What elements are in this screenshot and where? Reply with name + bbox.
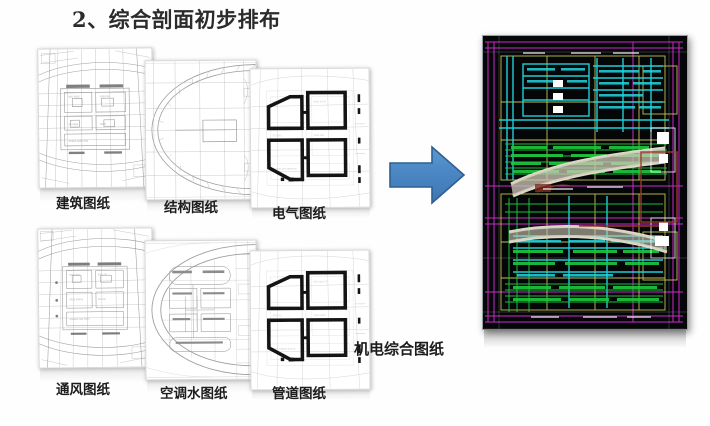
structural-plan-sheet: [145, 60, 257, 200]
drawing-card-structural[interactable]: [144, 59, 258, 201]
ventilation-plan-sheet: SSSS SSS SSSS SS SSSS SSSSS SSS SS SSSSSS …: [38, 228, 153, 368]
drawing-card-hvac-water[interactable]: [144, 239, 258, 381]
right-arrow-icon: [389, 145, 466, 205]
composite-cad-image[interactable]: [482, 35, 688, 330]
composite-reflection: [484, 328, 686, 348]
svg-text:SSS SSSS: SSS SSSS: [68, 95, 80, 98]
svg-text:SSSS SS: SSSS SS: [98, 273, 108, 276]
flow-arrow-container: [388, 139, 468, 211]
composite-cad-drawing: [483, 36, 687, 329]
svg-text:SSSS SS SS: SSSS SS SS: [314, 100, 327, 103]
composite-label: 机电综合图纸: [353, 340, 444, 358]
svg-text:SS SSSS: SS SSSS: [69, 123, 79, 126]
architectural-plan-sheet: SSS SSSS SSSS SS SS SSSS SSSS SSSSS SSSS S…: [38, 48, 153, 188]
hvac-water-plan-sheet: [145, 240, 257, 380]
svg-text:SSSS SS: SSSS SS: [100, 95, 110, 98]
drawing-card-architectural[interactable]: SSS SSSS SSSS SS SS SSSS SSSS SSSSS SSSS S…: [37, 47, 154, 189]
drawing-card-ventilation[interactable]: SSSS SSS SSSS SS SSSS SSSSS SSS SS SSSSSS …: [37, 227, 154, 369]
drawing-label-hvac-water: 空调水图纸: [160, 386, 228, 402]
svg-text:SSS SSSS SS: SSS SSSS SS: [314, 280, 328, 283]
svg-text:SSS SS: SSS SS: [98, 298, 106, 301]
svg-text:SSSS SSSSS: SSSS SSSSS: [69, 298, 83, 301]
svg-text:SSSS SSS: SSSS SSS: [69, 273, 80, 276]
drawing-label-structural: 结构图纸: [164, 200, 218, 216]
svg-text:SSSS SS: SSSS SS: [273, 314, 283, 317]
svg-text:SSSS SSSSSS SSS SS: SSSS SSSSSS SSS SS: [273, 348, 296, 351]
drawing-label-ventilation: 通风图纸: [56, 382, 110, 398]
svg-text:SSSSSS SSS SSSSS SS: SSSSSS SSS SSSSS SS: [273, 168, 298, 171]
svg-text:SSSS SSSS: SSSS SSSS: [314, 314, 326, 317]
svg-text:SSSSS SSSS SSS: SSSSS SSSS SSS: [69, 140, 89, 143]
drawing-label-piping: 管道图纸: [272, 386, 326, 402]
svg-text:SSSS SSS: SSSS SSS: [314, 134, 325, 137]
page-title: 2、综合剖面初步排布: [72, 7, 281, 32]
svg-text:SS SSSS: SS SSSS: [273, 134, 283, 137]
drawing-label-architectural: 建筑图纸: [56, 196, 110, 212]
svg-text:SSSSSS SSS SSSS: SSSSSS SSS SSSS: [70, 318, 91, 321]
drawing-label-electrical: 电气图纸: [272, 206, 326, 222]
svg-text:SSSS: SSSS: [100, 123, 107, 126]
